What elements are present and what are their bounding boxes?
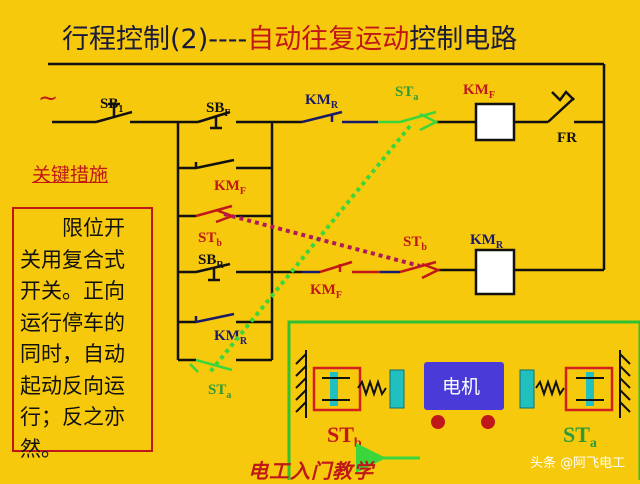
kmf-hold-contact <box>194 158 235 170</box>
kmf-coil <box>474 102 516 142</box>
note-text: 限位开关用复合式开关。正向运行停车的同时，自动起动反向运行；反之亦然。 <box>20 216 125 461</box>
watermark-bottom: 电工入门教学 <box>248 459 374 483</box>
kmf-interlock-contact <box>302 260 380 274</box>
panel-sta-label: STa <box>563 422 597 451</box>
sb1-switch <box>95 102 133 124</box>
sta-top-contact <box>378 110 439 132</box>
stb-spring <box>357 378 387 398</box>
stb-head <box>389 369 405 409</box>
stb-left-label: STb <box>198 230 222 249</box>
right-wall-hatch <box>619 350 631 418</box>
left-wall-hatch <box>295 350 307 418</box>
title-part-3: 控制电路 <box>409 24 517 55</box>
kmr-interlock-top <box>301 110 378 124</box>
sta-spring <box>535 378 565 398</box>
stb-right-contact <box>380 260 442 280</box>
motor-wheel-right <box>481 415 495 429</box>
motor-body <box>424 362 504 410</box>
kmr-coil-label: KMR <box>470 232 504 251</box>
sbf-label: SBF <box>206 100 230 119</box>
fr-label: FR <box>557 130 577 146</box>
sta-bottom-contact <box>189 358 233 373</box>
page-title: 行程控制(2)----自动往复运动控制电路 <box>62 24 517 55</box>
wiring <box>48 62 606 362</box>
title-part-1: 行程控制(2)---- <box>62 24 247 55</box>
key-measure-label: 关键措施 <box>32 164 109 186</box>
kmf-coil-label: KMF <box>463 82 495 101</box>
sbr-switch <box>195 262 231 282</box>
fr-contact <box>547 90 575 123</box>
kmr-hold-label: KMR <box>214 328 248 347</box>
stb-linkage-line <box>223 212 421 268</box>
sb1-label: SB1 <box>100 96 123 115</box>
note-box: 限位开关用复合式开关。正向运行停车的同时，自动起动反向运行；反之亦然。 <box>12 207 153 461</box>
supply-symbol: ~ <box>38 84 58 112</box>
kmr-top-label: KMR <box>305 92 339 111</box>
sta-plunger <box>586 372 594 406</box>
sbf-switch <box>197 110 231 130</box>
sta-bottom-label: STa <box>208 382 231 401</box>
sta-switch-box <box>564 366 614 412</box>
kmr-hold-contact <box>194 312 235 324</box>
title-part-2: 自动往复运动 <box>247 24 409 55</box>
kmr-coil <box>474 248 516 296</box>
kmf-interlock-label: KMF <box>310 282 342 301</box>
motor-label: 电机 <box>442 376 480 398</box>
kmf-hold-label: KMF <box>214 178 246 197</box>
sta-top-label: STa <box>395 84 418 103</box>
stb-plunger <box>330 372 338 406</box>
sbr-label: SBR <box>198 252 224 271</box>
stb-right-label: STb <box>403 234 427 253</box>
motor-wheel-left <box>431 415 445 429</box>
watermark-top: 头条 @阿飞电工 <box>530 456 626 471</box>
panel-stb-label: STb <box>327 422 362 451</box>
sta-head <box>519 369 535 409</box>
stb-switch-box <box>312 366 362 412</box>
sta-linkage-line <box>208 124 412 374</box>
